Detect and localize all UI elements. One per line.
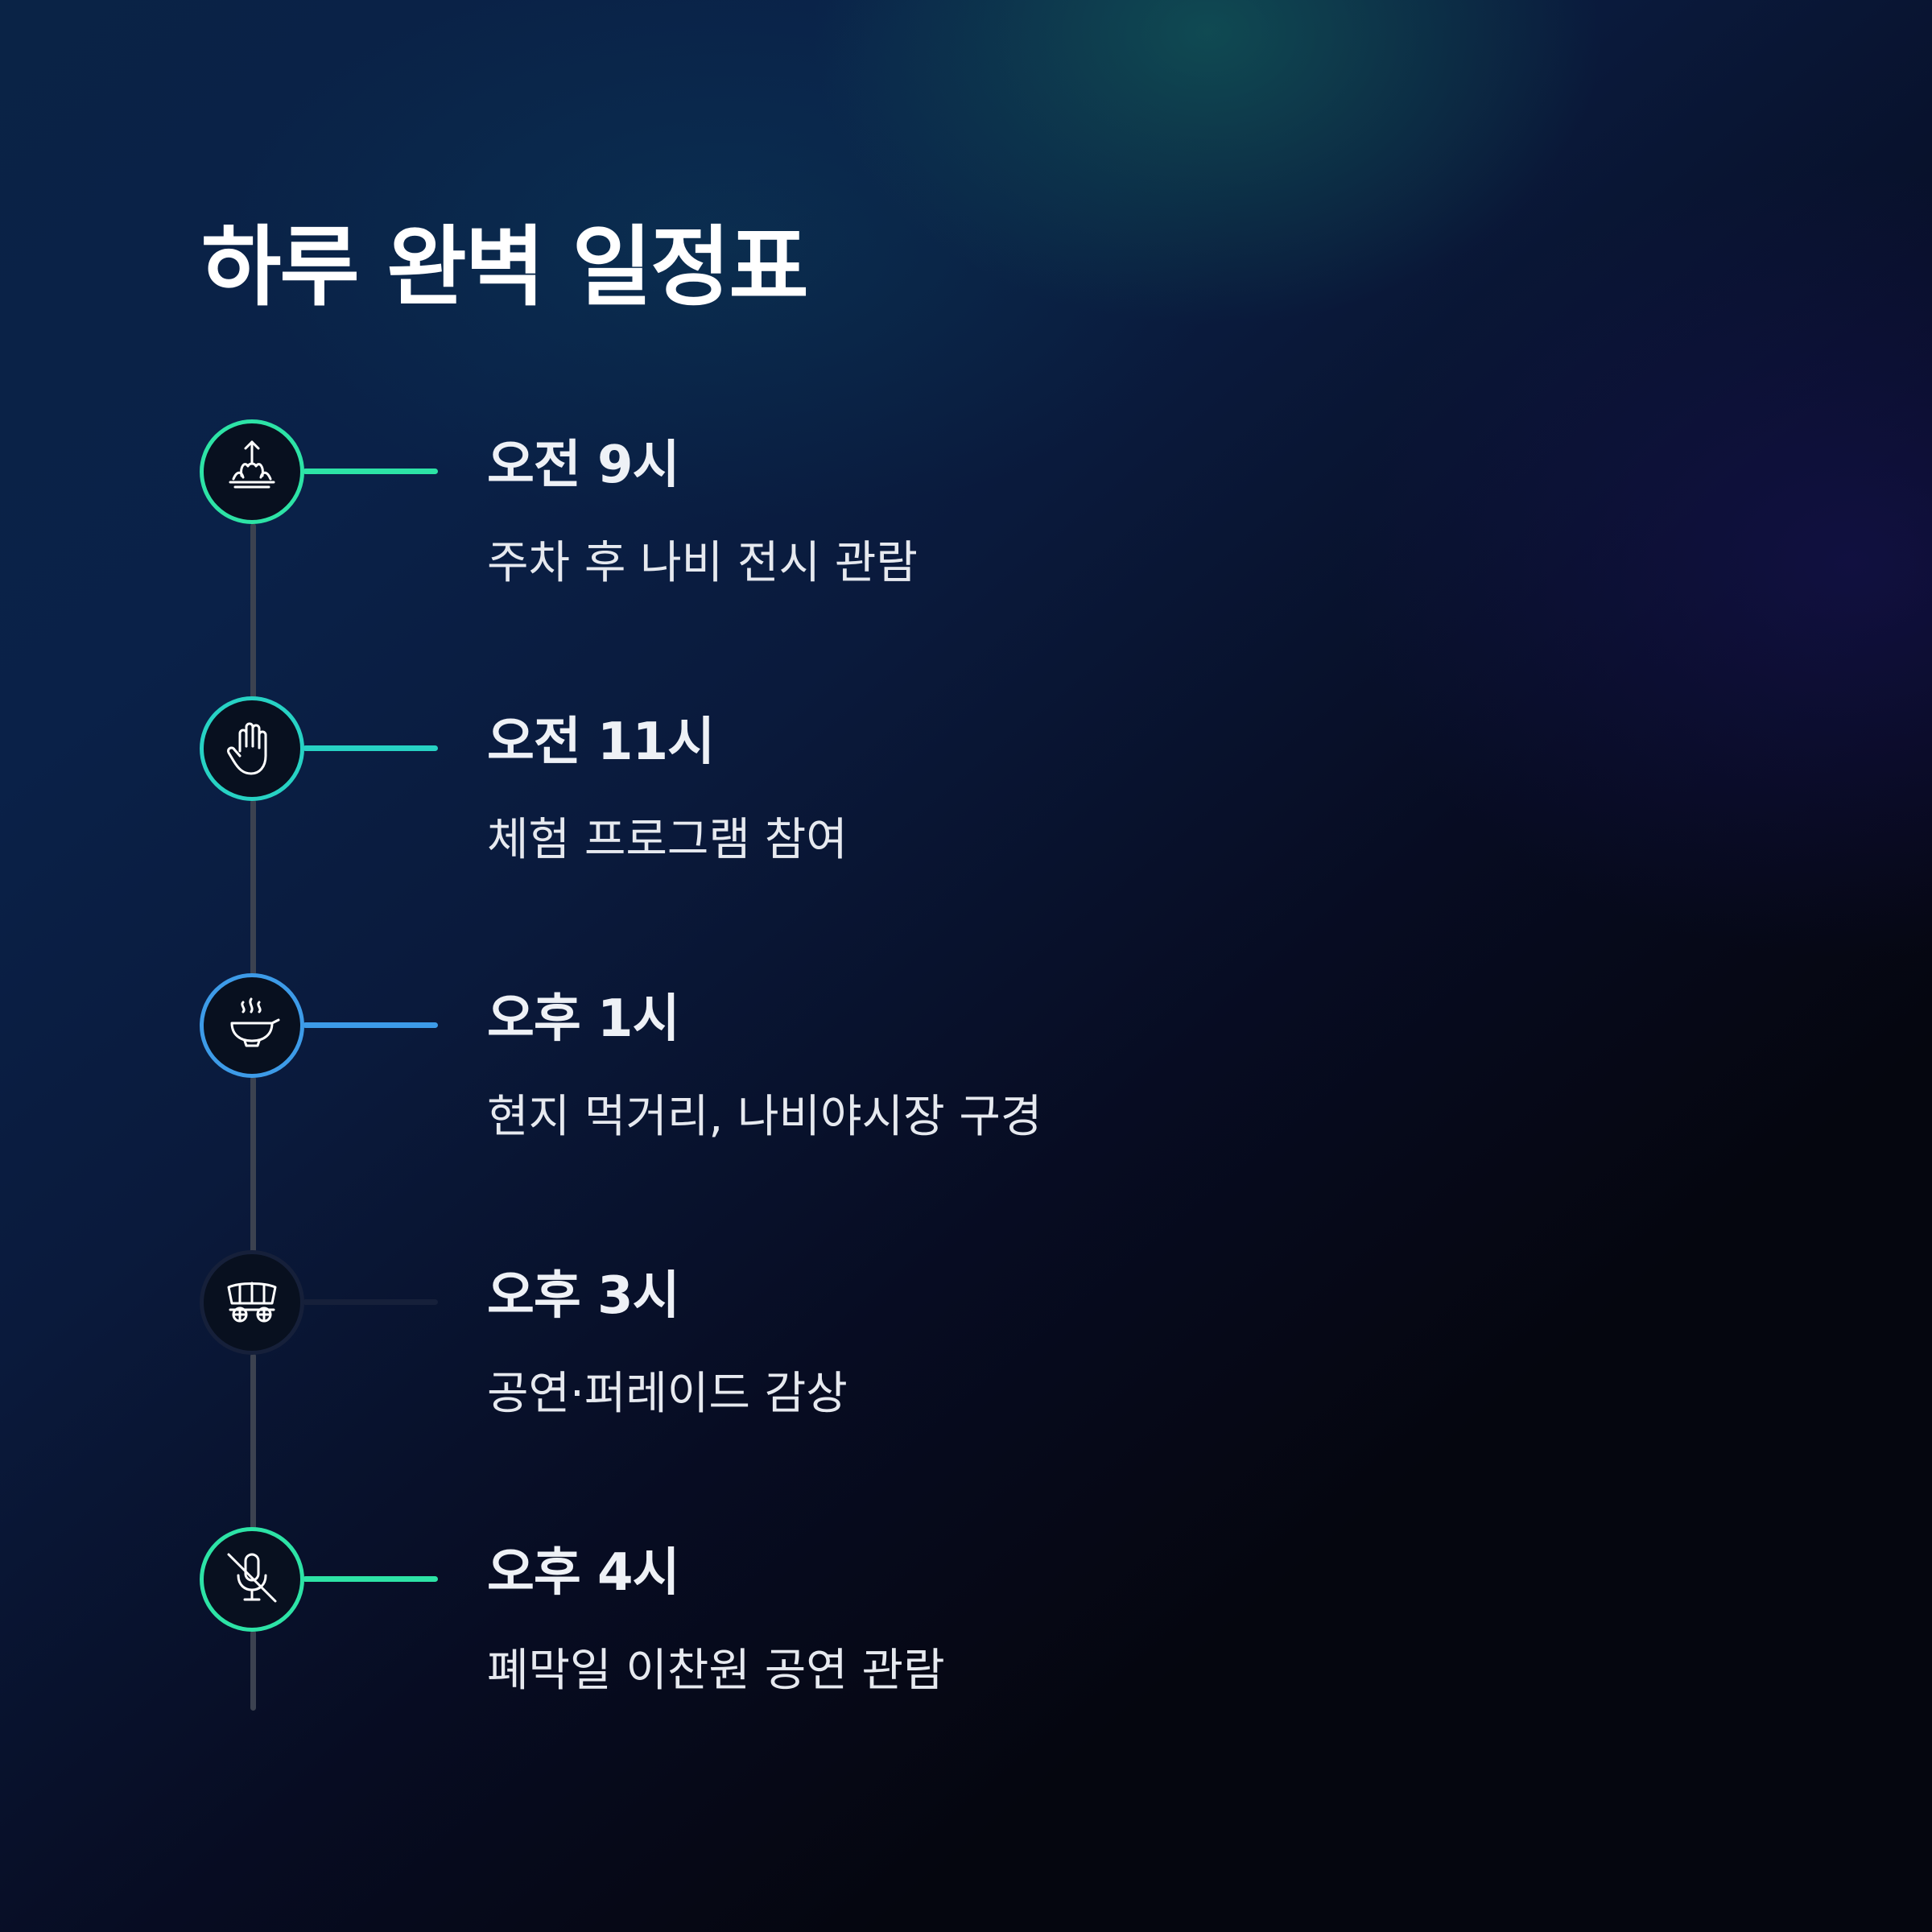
schedule-time: 오후 1시: [487, 989, 679, 1049]
timeline-connector: [303, 745, 438, 751]
schedule-description: 폐막일 이찬원 공연 관람: [487, 1645, 945, 1697]
schedule-time: 오전 9시: [487, 436, 679, 495]
schedule-description: 체험 프로그램 참여: [487, 814, 848, 866]
butterfly-lotus-icon: [216, 434, 288, 510]
timeline-connector: [303, 1299, 438, 1305]
schedule-time: 오후 3시: [487, 1266, 679, 1326]
schedule-description: 주차 후 나비 전시 관람: [487, 537, 918, 589]
timeline-spine-segment: [250, 799, 256, 978]
food-bowl-icon: [216, 988, 288, 1063]
timeline-spine-segment: [250, 523, 256, 700]
timeline-node: [200, 419, 304, 524]
hand-icon: [216, 711, 288, 786]
schedule-time: 오후 4시: [487, 1543, 679, 1603]
wagon-icon: [216, 1265, 288, 1340]
schedule-time: 오전 11시: [487, 712, 715, 772]
timeline-connector: [303, 469, 438, 474]
timeline-node: [200, 1250, 304, 1355]
page-title: 하루 완벽 일정표: [201, 217, 809, 318]
timeline-node: [200, 973, 304, 1078]
schedule-description: 공연·퍼레이드 감상: [487, 1368, 848, 1420]
timeline-spine-segment: [250, 1353, 256, 1532]
timeline-node: [200, 1527, 304, 1632]
timeline-spine-segment: [250, 1630, 256, 1711]
schedule-description: 현지 먹거리, 나비야시장 구경: [487, 1091, 1042, 1143]
timeline-connector: [303, 1022, 438, 1028]
timeline-node: [200, 696, 304, 801]
timeline-connector: [303, 1576, 438, 1582]
mic-off-icon: [216, 1542, 288, 1617]
timeline-spine-segment: [250, 1076, 256, 1255]
